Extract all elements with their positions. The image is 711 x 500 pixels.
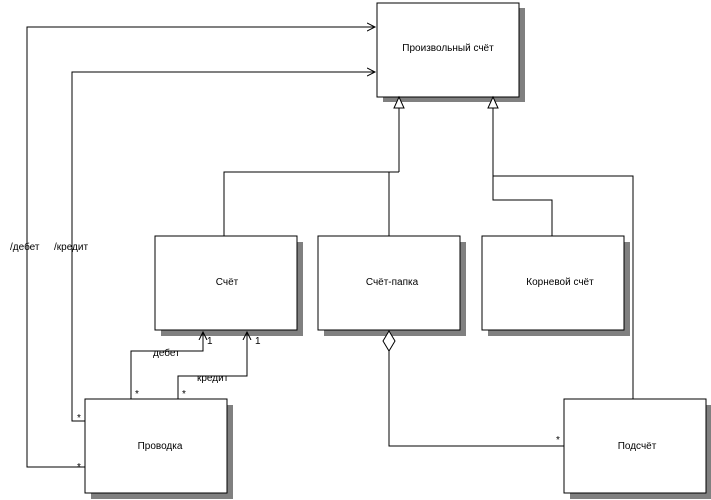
class-name-posting: Проводка [138,441,183,452]
assoc-debit-line [130,332,203,399]
multiplicity-debit-many: * [135,389,139,400]
assoc-credit-line [177,332,247,399]
class-box-account[interactable]: Счёт [154,235,303,336]
assoc-label-debit: дебет [153,347,180,359]
aggregation-folder-subaccount [388,351,564,447]
aggregation-diamond [382,330,396,352]
generalization-to-arbitrary-account-left [223,108,400,236]
class-name-account: Счёт [216,277,239,288]
multiplicity-credit-one: 1 [255,336,261,347]
assoc-label-credit: кредит [197,373,229,384]
generalization-triangle-left [393,95,405,109]
class-name-account-folder: Счёт-папка [366,277,419,288]
assoc-label-derived-debit: /дебет [10,241,40,253]
class-box-posting[interactable]: Проводка [84,398,233,499]
class-name-arbitrary-account: Произвольный счёт [402,43,494,54]
class-name-root-account: Корневой счёт [526,277,594,288]
class-name-subaccount: Подсчёт [618,441,657,452]
assoc-derived-debit-line [26,27,375,468]
assoc-derived-credit-line [71,72,375,422]
multiplicity-subaccount: * [556,435,560,446]
class-box-account-folder[interactable]: Счёт-папка [317,235,466,336]
multiplicity-debit-one: 1 [207,336,213,347]
class-box-arbitrary-account[interactable]: Произвольный счёт [376,2,525,102]
assoc-label-derived-credit: /кредит [54,242,88,253]
class-box-root-account[interactable]: Корневой счёт [481,235,630,336]
generalization-triangle-right [487,95,499,109]
multiplicity-derived-debit: * [77,462,81,473]
multiplicity-derived-credit: * [77,413,81,424]
class-box-subaccount[interactable]: Подсчёт [563,398,711,499]
multiplicity-credit-many: * [182,389,186,400]
generalization-to-arbitrary-account-right [492,108,634,399]
